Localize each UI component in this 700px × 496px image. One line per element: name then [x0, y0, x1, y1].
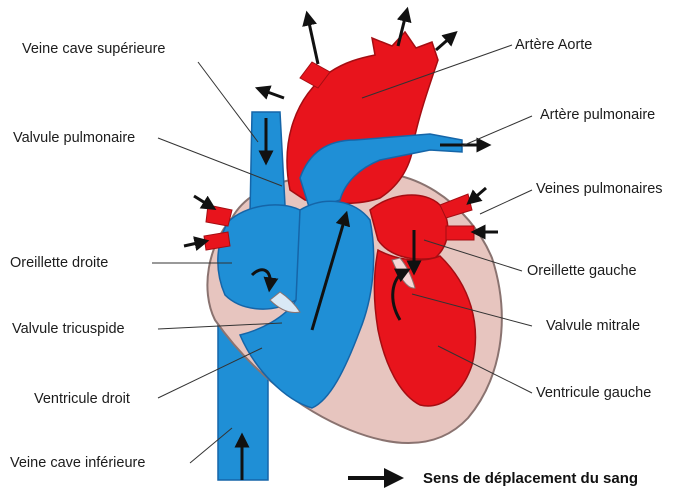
- leader-oreillette-gauche: [423, 239, 523, 272]
- label-veine-cave-inferieure: Veine cave inférieure: [10, 455, 146, 471]
- pulmonary-artery: [299, 133, 463, 211]
- label-valvule-mitrale: Valvule mitrale: [546, 318, 641, 334]
- flow-arrow-pv-3: [193, 194, 217, 210]
- leader-valvule-pulmonaire: [157, 137, 283, 187]
- label-artere-aorte: Artère Aorte: [515, 37, 593, 53]
- leader-veine-cave-inferieure: [189, 427, 233, 464]
- flow-arrow-aorta-2: [396, 6, 412, 47]
- label-oreillette-gauche: Oreillette gauche: [527, 263, 637, 279]
- right-ventricle: [238, 200, 375, 409]
- flow-arrow-aorta-1: [302, 10, 320, 65]
- legend-label: Sens de déplacement du sang: [423, 470, 639, 487]
- label-valvule-tricuspide: Valvule tricuspide: [12, 321, 125, 337]
- pulmonary-vein-1: [439, 193, 473, 219]
- tricuspid-valve: [269, 291, 301, 313]
- flow-arrow-ra: [250, 268, 279, 293]
- right-atrium: [217, 204, 307, 310]
- label-veines-pulmonaires: Veines pulmonaires: [536, 181, 663, 197]
- label-oreillette-droite: Oreillette droite: [10, 255, 109, 271]
- flow-arrow-pv-4: [183, 236, 210, 251]
- label-valvule-pulmonaire: Valvule pulmonaire: [13, 130, 136, 146]
- leader-artere-pulmonaire: [461, 115, 533, 147]
- label-ventricule-droit: Ventricule droit: [34, 391, 130, 407]
- leader-valvule-tricuspide: [157, 322, 283, 330]
- leader-ventricule-gauche: [437, 345, 533, 394]
- flow-arrow-pv-1: [466, 186, 487, 205]
- leader-artere-aorte: [361, 44, 513, 99]
- flow-arrow-aorta-3: [435, 31, 458, 52]
- flow-arrow-rv: [310, 210, 351, 331]
- label-ventricule-gauche: Ventricule gauche: [536, 385, 652, 401]
- flow-arrow-svc-top: [254, 85, 285, 100]
- label-veine-cave-superieure: Veine cave supérieure: [22, 41, 166, 57]
- leader-veines-pulmonaires: [479, 189, 533, 215]
- label-artere-pulmonaire: Artère pulmonaire: [540, 107, 656, 123]
- pulmonary-vein-2: [445, 225, 475, 241]
- flow-arrow-lv: [391, 268, 411, 321]
- aorta-branch-1: [299, 61, 331, 89]
- leader-valvule-mitrale: [411, 293, 533, 327]
- leader-ventricule-droit: [157, 347, 263, 399]
- pulmonary-vein-3: [205, 204, 233, 227]
- leader-veine-cave-superieure: [197, 61, 259, 143]
- left-ventricle: [373, 248, 477, 407]
